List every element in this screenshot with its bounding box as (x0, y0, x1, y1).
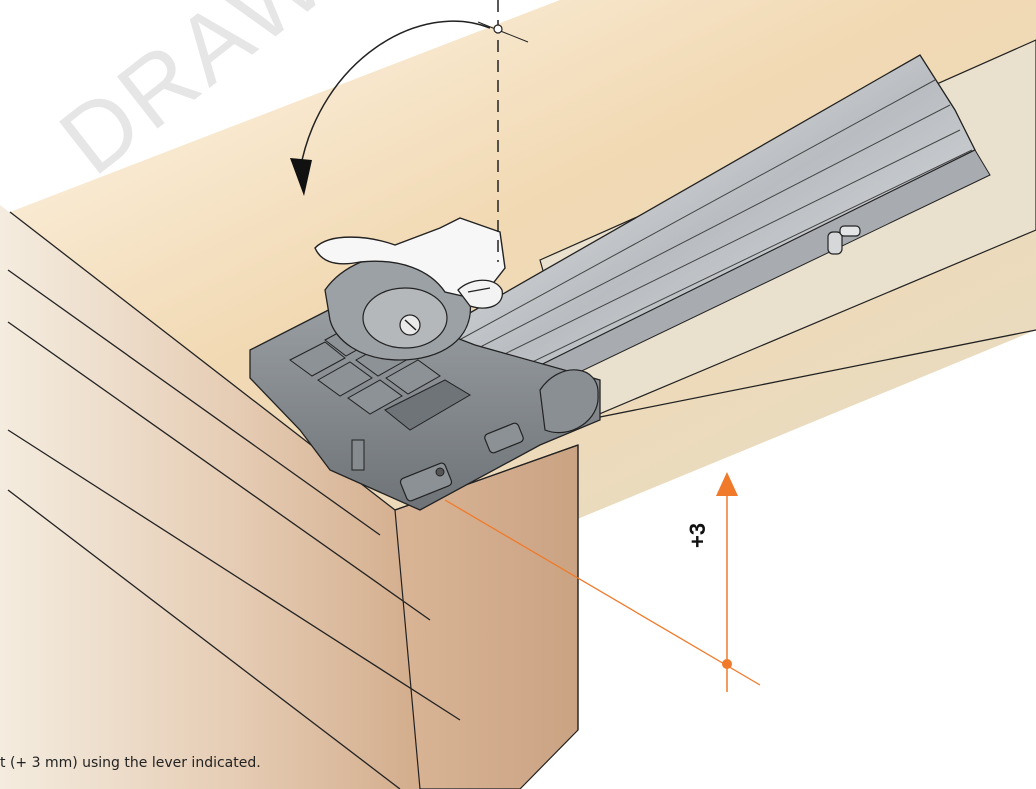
drawer-side-panel (0, 205, 420, 789)
rotation-arrow (290, 20, 491, 196)
height-adjustment-label: +3 (685, 522, 710, 548)
height-adjust-indicator (444, 472, 761, 692)
runner-rail (439, 54, 991, 416)
axis-marker (493, 24, 503, 34)
rail-pin (827, 225, 861, 255)
adjustment-lever (314, 217, 506, 309)
rotation-plane-line (477, 21, 529, 43)
instruction-caption: t (+ 3 mm) using the lever indicated. (0, 755, 261, 771)
